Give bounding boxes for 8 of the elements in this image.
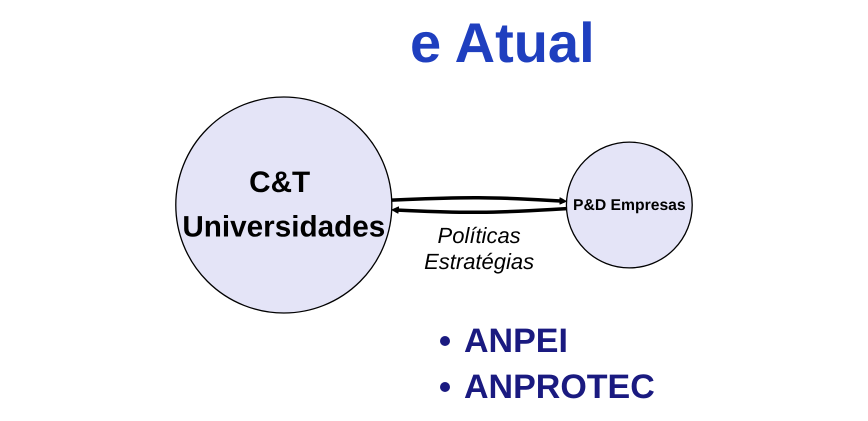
arrow	[391, 206, 567, 214]
node-circle: C&T Universidades	[175, 96, 392, 314]
list-item-text: ANPROTEC	[464, 367, 655, 408]
title: e Atual	[410, 10, 595, 75]
list-item-text: ANPEI	[464, 321, 568, 362]
arrow	[392, 196, 567, 205]
node-circle: P&D Empresas	[566, 141, 693, 269]
annotation-text: Políticas Estratégias	[423, 223, 536, 275]
